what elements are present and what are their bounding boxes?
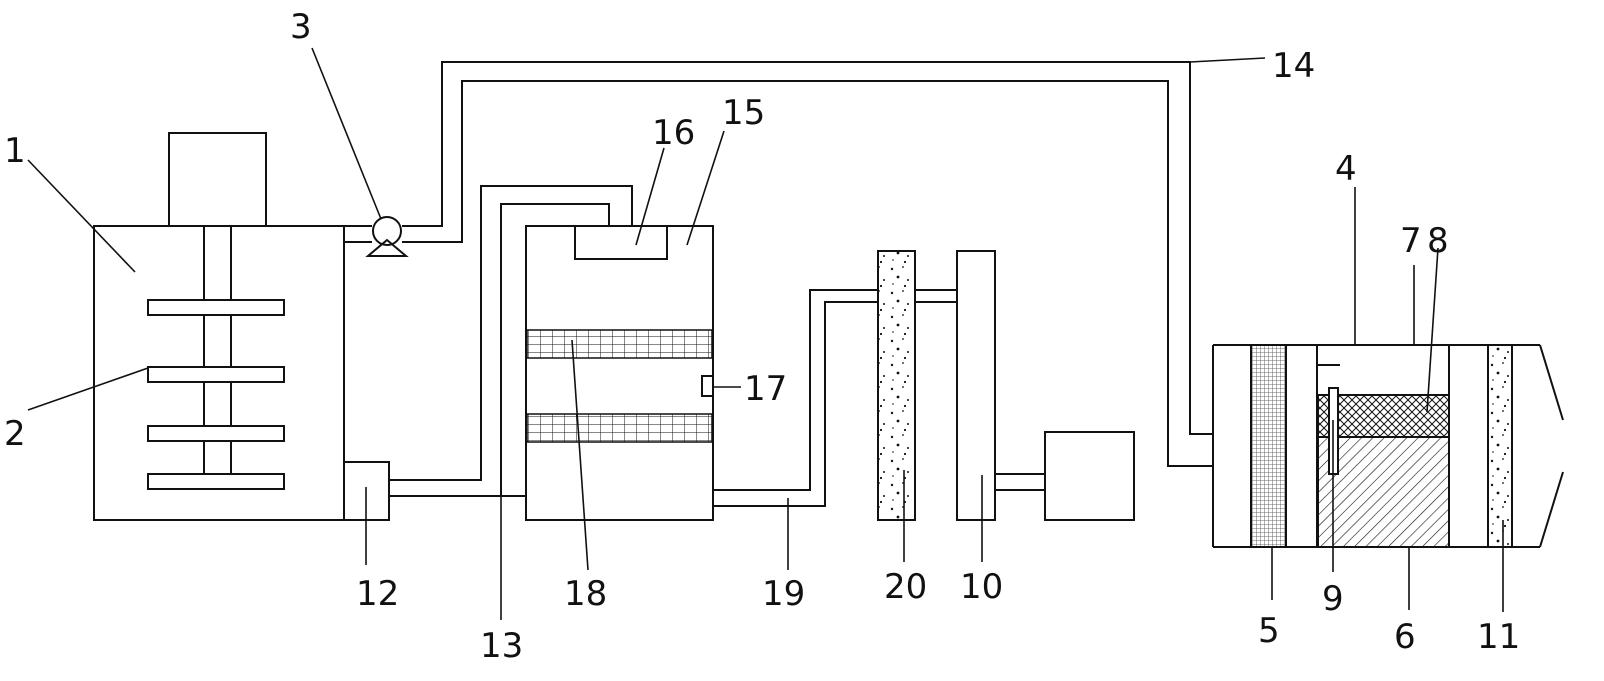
leader-lines bbox=[27, 47, 1504, 620]
packing-18-upper bbox=[526, 329, 713, 359]
body-6 bbox=[1317, 436, 1450, 548]
apparatus-4 bbox=[1212, 344, 1564, 548]
stirrer-blades bbox=[147, 299, 285, 490]
link-20-10 bbox=[915, 289, 957, 303]
distributor-16 bbox=[574, 225, 668, 260]
chamber-7 bbox=[1316, 344, 1450, 396]
reactor-15 bbox=[525, 225, 714, 521]
unit-10 bbox=[956, 250, 996, 521]
label-14: 14 bbox=[1272, 46, 1315, 86]
pipe-14 bbox=[402, 61, 1213, 467]
label-4: 4 bbox=[1335, 149, 1357, 189]
label-20: 20 bbox=[884, 567, 927, 607]
pump bbox=[344, 216, 409, 257]
stirrer-shaft bbox=[203, 225, 232, 489]
label-13: 13 bbox=[480, 626, 523, 666]
label-17: 17 bbox=[744, 369, 787, 409]
label-19: 19 bbox=[762, 574, 805, 614]
layer-5 bbox=[1250, 344, 1287, 548]
column-20 bbox=[877, 250, 916, 521]
label-6: 6 bbox=[1394, 617, 1416, 657]
label-7: 7 bbox=[1400, 221, 1422, 261]
label-8: 8 bbox=[1427, 221, 1449, 261]
label-11: 11 bbox=[1477, 617, 1520, 657]
label-15: 15 bbox=[722, 93, 765, 133]
box-right-of-10 bbox=[1044, 431, 1135, 521]
label-10: 10 bbox=[960, 567, 1003, 607]
label-3: 3 bbox=[290, 7, 312, 47]
stirrer-motor bbox=[168, 132, 267, 227]
number-labels: 1 2 3 4 5 6 7 8 9 10 11 12 13 14 15 16 1… bbox=[4, 7, 1520, 666]
packing-18-lower bbox=[526, 413, 713, 443]
filter-11 bbox=[1487, 344, 1513, 548]
label-5: 5 bbox=[1258, 611, 1280, 651]
pipe-19 bbox=[713, 289, 878, 507]
label-2: 2 bbox=[4, 414, 26, 454]
link-10-box bbox=[995, 473, 1045, 491]
label-16: 16 bbox=[652, 113, 695, 153]
sensor-17 bbox=[701, 375, 714, 397]
label-18: 18 bbox=[564, 574, 607, 614]
label-1: 1 bbox=[4, 131, 26, 171]
label-9: 9 bbox=[1322, 579, 1344, 619]
mixing-tank bbox=[93, 132, 390, 521]
label-12: 12 bbox=[356, 574, 399, 614]
pipe-13 bbox=[389, 185, 633, 497]
